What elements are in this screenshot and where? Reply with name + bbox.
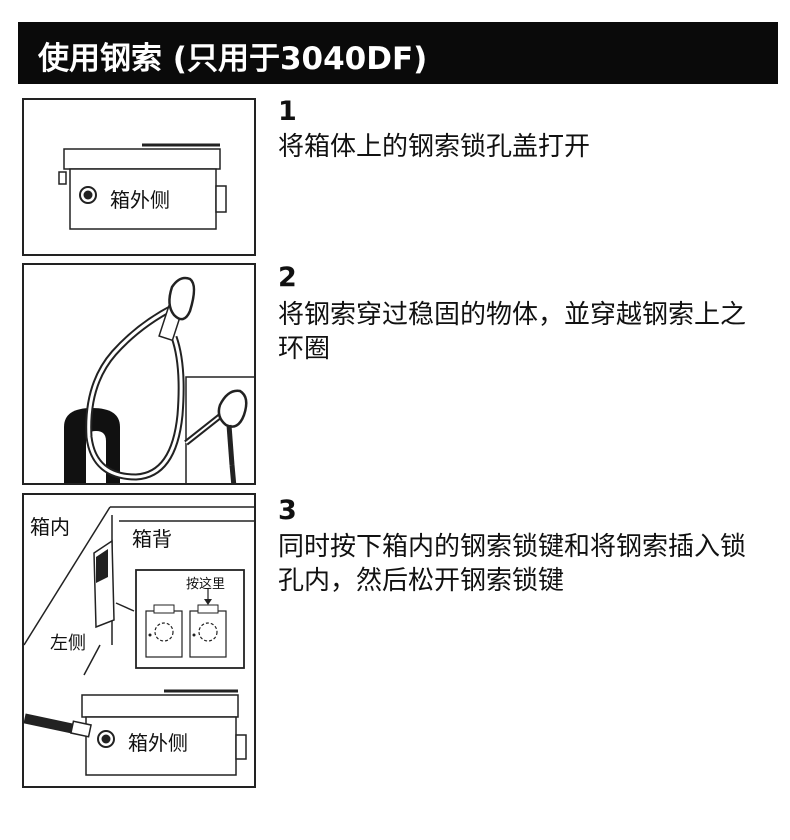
step-1-number: 1 xyxy=(278,96,297,127)
label-press-here: 按这里 xyxy=(186,577,226,592)
label-left-side: 左侧 xyxy=(50,633,86,654)
figure-step-2 xyxy=(22,263,256,485)
lock-key-illustration xyxy=(24,506,254,776)
page-title: 使用钢索 (只用于3040DF) xyxy=(38,41,428,77)
figure-step-1: 箱外侧 xyxy=(22,98,256,256)
header-bar: 使用钢索 (只用于3040DF) xyxy=(18,22,778,84)
label-box-back: 箱背 xyxy=(132,527,172,551)
cable-loop-illustration xyxy=(64,276,254,483)
box-outside-illustration xyxy=(58,143,227,230)
step-3-text: 同时按下箱内的钢索锁键和将钢索插入锁孔内，然后松开钢索锁键 xyxy=(278,532,747,596)
label-box-outside: 箱外侧 xyxy=(110,188,170,212)
step-1-text: 将箱体上的钢索锁孔盖打开 xyxy=(278,132,591,162)
step-2-text: 将钢索穿过稳固的物体，並穿越钢索上之环圈 xyxy=(278,300,747,364)
label-box-outside-2: 箱外侧 xyxy=(128,731,188,755)
step-3-number: 3 xyxy=(278,495,297,526)
label-box-inside: 箱内 xyxy=(30,515,70,539)
figure-step-3: 箱内 箱背 按这里 左侧 箱外侧 xyxy=(22,493,256,788)
step-2-number: 2 xyxy=(278,262,297,293)
